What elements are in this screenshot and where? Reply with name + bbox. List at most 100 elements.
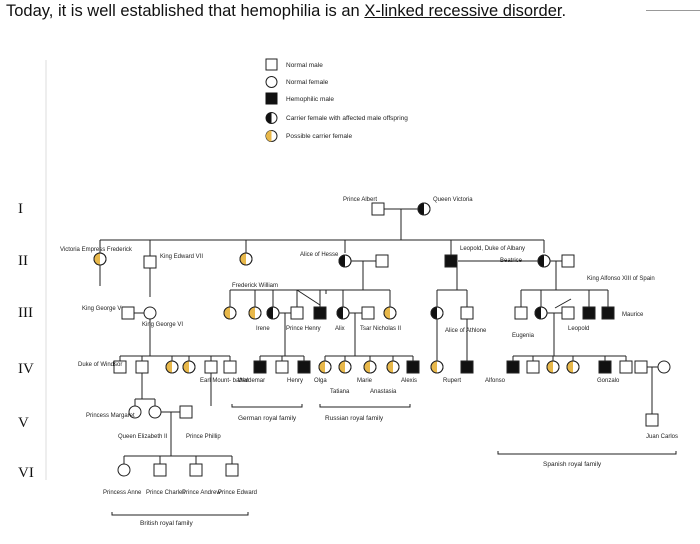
label-juan-carlos: Juan Carlos: [646, 434, 678, 440]
princess-margaret-symbol: [128, 405, 142, 419]
eugenia-symbol: [534, 306, 548, 320]
label-tatiana: Tatiana: [330, 389, 350, 395]
beatrice-husband-symbol: [561, 254, 575, 268]
label-leopold: Leopold: [568, 326, 589, 332]
legend-possible-carrier-icon: [265, 130, 278, 142]
g3-possible-2-symbol: [248, 306, 262, 320]
athlone-husband-symbol: [460, 306, 474, 320]
beatrice-symbol: [537, 254, 551, 268]
legend-possible-carrier: Possible carrier female: [286, 133, 352, 140]
g4-possible-1-symbol: [165, 360, 179, 374]
gen-label-3: III: [18, 305, 33, 321]
alice-athlone-symbol: [430, 306, 444, 320]
g4-male-symbol: [223, 360, 237, 374]
juan-mother-symbol: [657, 360, 671, 374]
label-prince-charles: Prince Charles: [146, 490, 185, 496]
king-george-vi-symbol: [135, 360, 149, 374]
queen-victoria-symbol: [417, 202, 431, 216]
label-eugenia: Eugenia: [512, 333, 535, 339]
label-leopold-duke: Leopold, Duke of Albany: [460, 246, 525, 252]
label-victoria-empress: Victoria Empress Frederick: [60, 247, 133, 253]
label-waldemar: Waldemar: [238, 378, 265, 384]
duke-windsor-symbol: [113, 360, 127, 374]
label-tsar-nicholas: Tsar Nicholas II: [360, 326, 401, 332]
frederick-william-symbol: [313, 306, 327, 320]
victoria-empress-symbol: [93, 252, 107, 266]
label-irene: Irene: [256, 326, 270, 332]
prince-charles-symbol: [153, 463, 167, 477]
athlone-daughter-symbol: [430, 360, 444, 374]
leopold-symbol: [582, 306, 596, 320]
legend-carrier-icon: [265, 112, 278, 124]
g4-spain-possible-1-symbol: [546, 360, 560, 374]
label-duke-windsor: Duke of Windsor: [78, 362, 122, 368]
gonzalo-symbol: [598, 360, 612, 374]
legend-normal-male: Normal male: [286, 62, 323, 69]
label-prince-philip: Prince Phillip: [186, 434, 221, 440]
label-prince-albert: Prince Albert: [343, 197, 377, 203]
label-marie: Marie: [357, 378, 373, 384]
marie-symbol: [363, 360, 377, 374]
label-alexis: Alexis: [401, 378, 417, 384]
gen-label-6: VI: [18, 465, 34, 481]
king-alfonso-symbol: [561, 306, 575, 320]
label-king-george-v: King George V: [82, 306, 121, 312]
label-maurice: Maurice: [622, 312, 644, 318]
label-prince-andrew: Prince Andrew: [182, 490, 221, 496]
alfonso-symbol: [506, 360, 520, 374]
g4-male-2-symbol: [275, 360, 289, 374]
maurice-symbol: [601, 306, 615, 320]
label-earl-mountbatten: Earl Mount- batten: [200, 378, 249, 384]
label-prince-edward: Prince Edward: [218, 490, 257, 496]
irene-symbol: [266, 306, 280, 320]
label-alice-athlone: Alice of Athlone: [445, 328, 487, 334]
earl-mountbatten-symbol: [204, 360, 218, 374]
prince-albert-symbol: [371, 202, 385, 216]
king-edward-symbol: [143, 255, 157, 269]
g4-spain-male-symbol: [526, 360, 540, 374]
waldemar-symbol: [253, 360, 267, 374]
legend: Normal male Normal female Hemophilic mal…: [265, 58, 408, 142]
g3-spain-male-symbol: [514, 306, 528, 320]
gen-label-1: I: [18, 201, 23, 217]
legend-normal-female: Normal female: [286, 79, 329, 86]
family-german: German royal family: [238, 415, 297, 422]
legend-carrier-female: Carrier female with affected male offspr…: [286, 115, 408, 122]
g4-possible-2-symbol: [182, 360, 196, 374]
alix-symbol: [336, 306, 350, 320]
prince-andrew-symbol: [189, 463, 203, 477]
label-princess-margaret: Princess Margaret: [86, 413, 135, 419]
label-queen-elizabeth: Queen Elizabeth II: [118, 434, 168, 440]
headline-text: Today, it is well established that hemop…: [6, 2, 365, 20]
label-alix: Alix: [335, 326, 345, 332]
x-linked-link[interactable]: X-linked recessive disorder: [364, 2, 562, 20]
queen-elizabeth-symbol: [148, 405, 162, 419]
pedigree-lines: [99, 208, 677, 516]
label-rupert: Rupert: [443, 378, 461, 384]
prince-philip-symbol: [179, 405, 193, 419]
mary-symbol: [143, 306, 157, 320]
g4-spain-possible-2-symbol: [566, 360, 580, 374]
anastasia-symbol: [386, 360, 400, 374]
label-olga: Olga: [314, 378, 327, 384]
rupert-symbol: [460, 360, 474, 374]
label-gonzalo: Gonzalo: [597, 378, 620, 384]
gen-label-2: II: [18, 253, 28, 269]
prince-henry-symbol: [290, 306, 304, 320]
headline-period: .: [561, 2, 567, 20]
g3-possible-1-symbol: [223, 306, 237, 320]
family-british: British royal family: [140, 520, 193, 527]
legend-hemophilic-male-icon: [265, 92, 278, 105]
top-rule: [646, 10, 700, 11]
headline: Today, it is well established that hemop…: [6, 2, 566, 21]
juan-father-symbol: [634, 360, 648, 374]
label-prince-henry: Prince Henry: [286, 326, 321, 332]
label-alice-hesse: Alice of Hesse: [300, 252, 339, 258]
olga-symbol: [318, 360, 332, 374]
left-rule: [45, 60, 47, 480]
juan-carlos-symbol: [645, 413, 659, 427]
label-princess-anne: Princess Anne: [103, 490, 142, 496]
daughter-symbol: [239, 252, 253, 266]
legend-hemophilic-male: Hemophilic male: [286, 96, 334, 103]
